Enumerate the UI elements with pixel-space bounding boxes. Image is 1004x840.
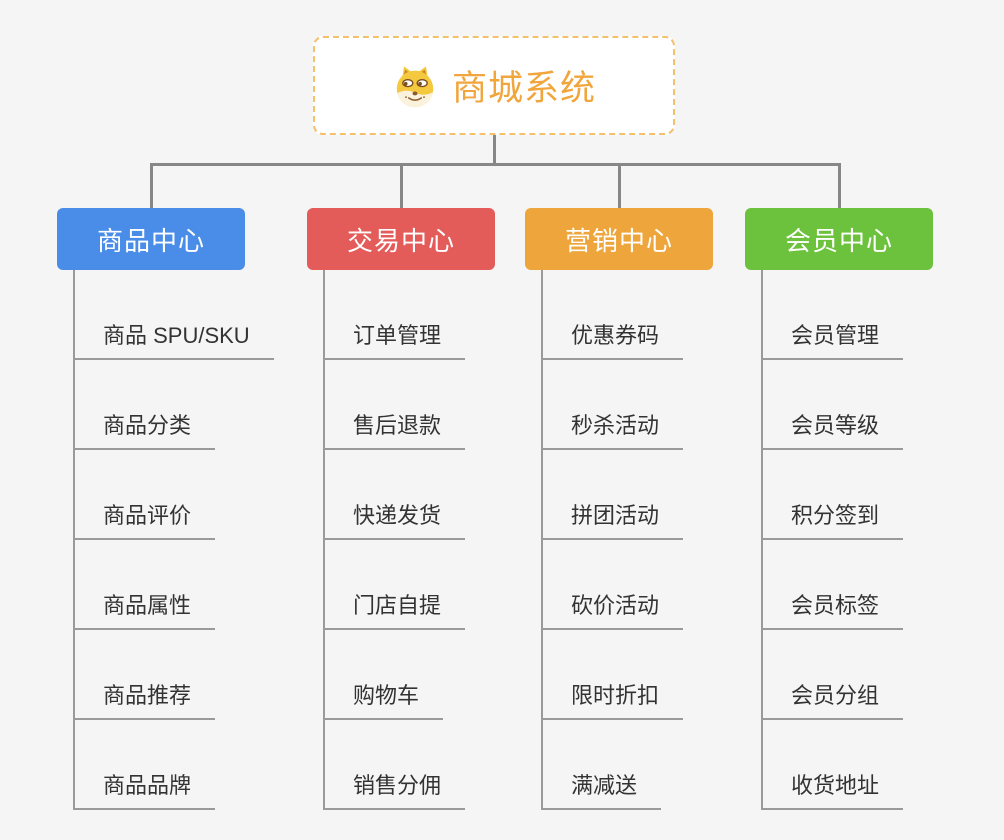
leaf-node[interactable]: 会员管理 bbox=[763, 270, 904, 360]
branch-header-2[interactable]: 交易中心 bbox=[307, 208, 495, 270]
leaf-node[interactable]: 会员标签 bbox=[763, 540, 904, 630]
root-title: 商城系统 bbox=[451, 69, 596, 108]
leaf-node[interactable]: 门店自提 bbox=[325, 540, 466, 630]
leaf-label: 会员等级 bbox=[791, 413, 880, 438]
leaf-label: 拼团活动 bbox=[571, 503, 660, 528]
connector-drop-4 bbox=[837, 163, 841, 208]
connector-drop-3 bbox=[617, 163, 621, 208]
leaf-node[interactable]: 砍价活动 bbox=[543, 540, 684, 630]
leaf-label: 商品分类 bbox=[103, 413, 192, 438]
leaf-label: 订单管理 bbox=[353, 323, 442, 348]
leaf-label: 会员管理 bbox=[791, 323, 880, 348]
leaf-label: 砍价活动 bbox=[571, 593, 660, 618]
branch-4: 会员中心会员管理会员等级积分签到会员标签会员分组收货地址 bbox=[745, 208, 933, 810]
leaf-node[interactable]: 满减送 bbox=[543, 720, 662, 810]
leaf-label: 限时折扣 bbox=[571, 683, 660, 708]
leaf-node[interactable]: 会员分组 bbox=[763, 630, 904, 720]
branch-children-3: 优惠券码秒杀活动拼团活动砍价活动限时折扣满减送 bbox=[541, 270, 713, 810]
branch-2: 交易中心订单管理售后退款快递发货门店自提购物车销售分佣 bbox=[307, 208, 495, 810]
leaf-node[interactable]: 商品分类 bbox=[75, 360, 216, 450]
leaf-label: 门店自提 bbox=[353, 593, 442, 618]
leaf-label: 商品品牌 bbox=[103, 773, 192, 798]
leaf-label: 商品推荐 bbox=[103, 683, 192, 708]
leaf-node[interactable]: 商品推荐 bbox=[75, 630, 216, 720]
leaf-node[interactable]: 秒杀活动 bbox=[543, 360, 684, 450]
connector-root-stub bbox=[492, 135, 496, 166]
leaf-label: 积分签到 bbox=[791, 503, 880, 528]
leaf-node[interactable]: 会员等级 bbox=[763, 360, 904, 450]
leaf-node[interactable]: 限时折扣 bbox=[543, 630, 684, 720]
leaf-node[interactable]: 积分签到 bbox=[763, 450, 904, 540]
leaf-label: 优惠券码 bbox=[571, 323, 660, 348]
leaf-node[interactable]: 商品评价 bbox=[75, 450, 216, 540]
leaf-node[interactable]: 拼团活动 bbox=[543, 450, 684, 540]
leaf-label: 快递发货 bbox=[353, 503, 442, 528]
leaf-node[interactable]: 销售分佣 bbox=[325, 720, 466, 810]
leaf-node[interactable]: 优惠券码 bbox=[543, 270, 684, 360]
branch-children-1: 商品 SPU/SKU 商品分类商品评价商品属性商品推荐商品品牌 bbox=[73, 270, 274, 810]
leaf-node[interactable]: 商品 SPU/SKU bbox=[75, 270, 274, 360]
root-node[interactable]: 商城系统 bbox=[313, 36, 675, 135]
leaf-label: 商品 SPU/SKU bbox=[103, 323, 250, 348]
connector-drop-2 bbox=[399, 163, 403, 208]
branch-children-4: 会员管理会员等级积分签到会员标签会员分组收货地址 bbox=[761, 270, 933, 810]
leaf-label: 会员标签 bbox=[791, 593, 880, 618]
leaf-label: 销售分佣 bbox=[353, 773, 442, 798]
doge-icon bbox=[396, 65, 434, 107]
leaf-node[interactable]: 快递发货 bbox=[325, 450, 466, 540]
leaf-label: 收货地址 bbox=[791, 773, 880, 798]
branch-header-1[interactable]: 商品中心 bbox=[57, 208, 245, 270]
leaf-label: 商品属性 bbox=[103, 593, 192, 618]
leaf-label: 满减送 bbox=[571, 773, 638, 798]
leaf-node[interactable]: 商品品牌 bbox=[75, 720, 216, 810]
connector-horizontal bbox=[149, 163, 841, 166]
leaf-node[interactable]: 订单管理 bbox=[325, 270, 466, 360]
leaf-node[interactable]: 收货地址 bbox=[763, 720, 904, 810]
branch-children-2: 订单管理售后退款快递发货门店自提购物车销售分佣 bbox=[323, 270, 495, 810]
leaf-label: 售后退款 bbox=[353, 413, 442, 438]
branch-1: 商品中心商品 SPU/SKU 商品分类商品评价商品属性商品推荐商品品牌 bbox=[57, 208, 274, 810]
branch-3: 营销中心优惠券码秒杀活动拼团活动砍价活动限时折扣满减送 bbox=[525, 208, 713, 810]
leaf-node[interactable]: 售后退款 bbox=[325, 360, 466, 450]
connector-drop-1 bbox=[149, 163, 153, 208]
branch-header-3[interactable]: 营销中心 bbox=[525, 208, 713, 270]
leaf-node[interactable]: 商品属性 bbox=[75, 540, 216, 630]
branch-header-4[interactable]: 会员中心 bbox=[745, 208, 933, 270]
leaf-label: 秒杀活动 bbox=[571, 413, 660, 438]
leaf-node[interactable]: 购物车 bbox=[325, 630, 444, 720]
leaf-label: 商品评价 bbox=[103, 503, 192, 528]
leaf-label: 会员分组 bbox=[791, 683, 880, 708]
leaf-label: 购物车 bbox=[353, 683, 420, 708]
